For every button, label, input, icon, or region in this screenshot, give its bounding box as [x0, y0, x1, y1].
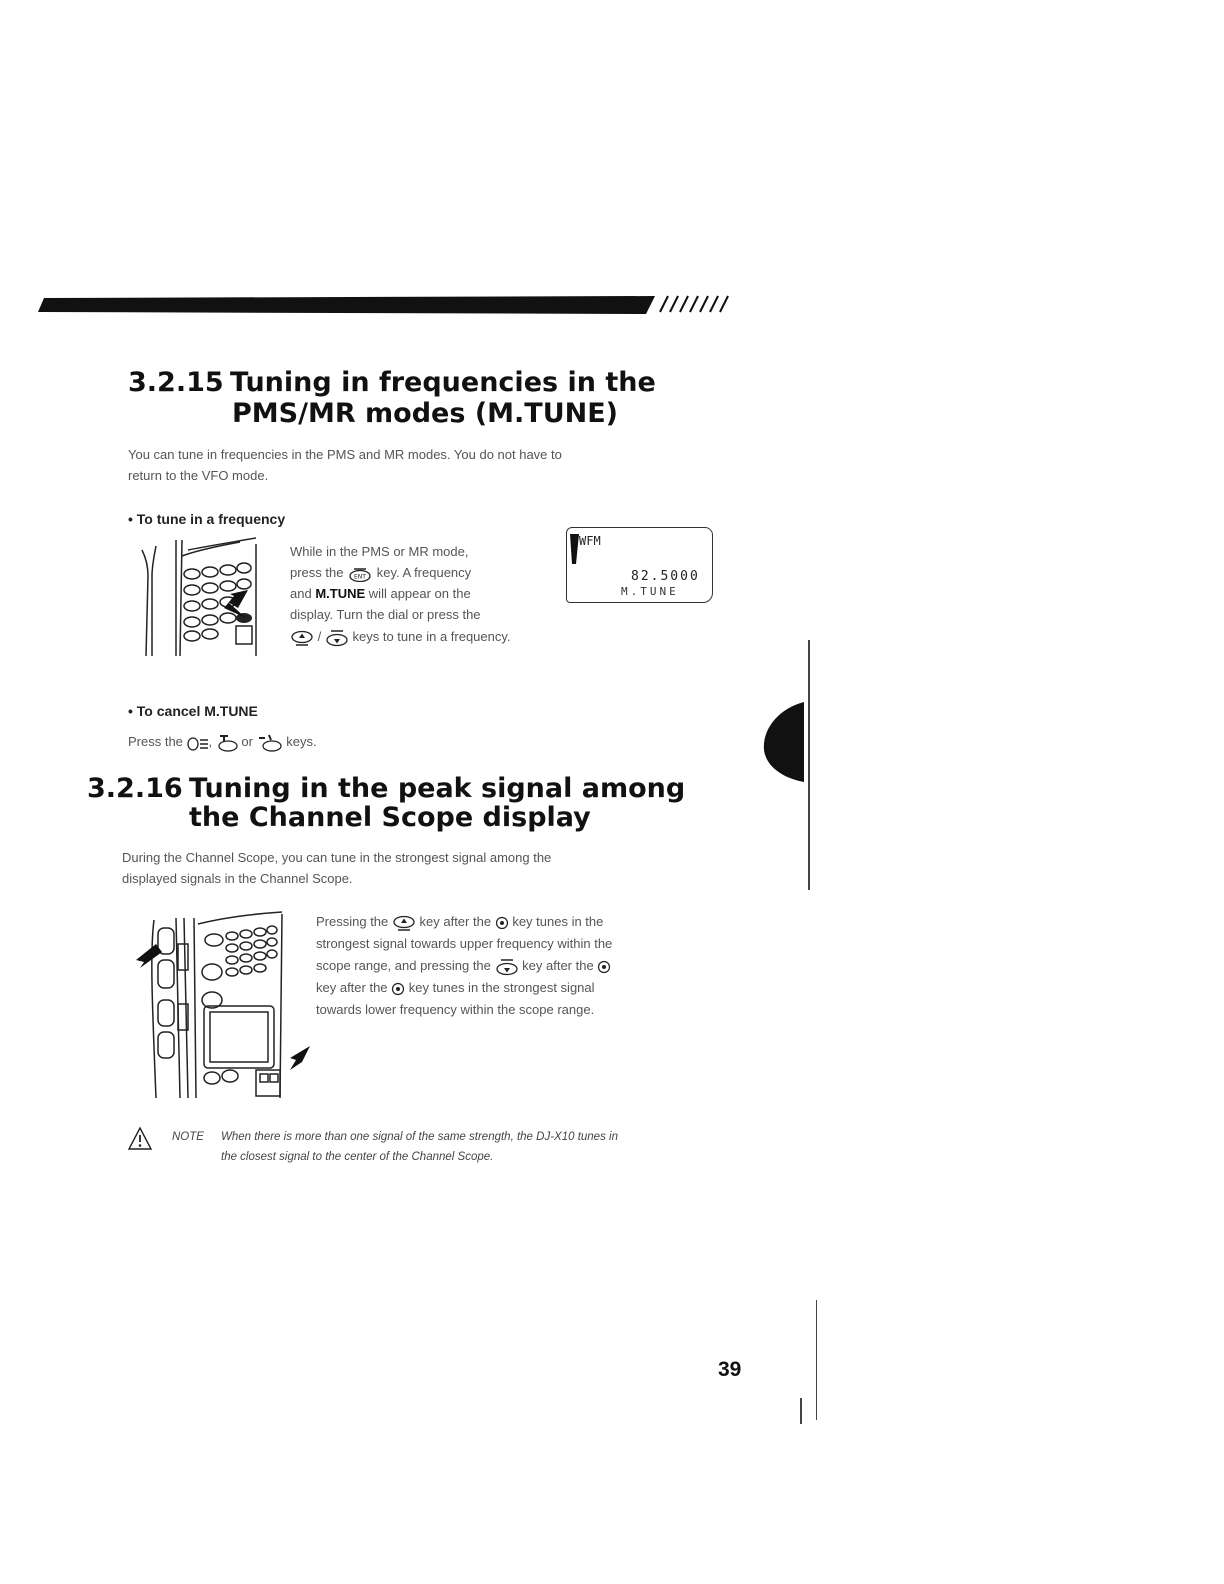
- thumb-tab-mark: [763, 702, 804, 782]
- step-line5-sep: /: [317, 629, 322, 644]
- section-title-line2: the Channel Scope display: [189, 802, 591, 833]
- page-number: 39: [718, 1358, 742, 1381]
- cancel-a: Press the: [128, 734, 183, 749]
- lcd-frequency: 82.5000: [631, 569, 700, 584]
- ent-key-icon: ENT: [349, 567, 371, 582]
- note-line1: When there is more than one signal of th…: [221, 1131, 618, 1143]
- cancel-or: or: [241, 734, 253, 749]
- intro-line2: displayed signals in the Channel Scope.: [122, 871, 353, 886]
- step-line2-b: key. A frequency: [376, 565, 472, 580]
- step-line5: / keys to tune in a frequency.: [290, 626, 511, 647]
- cancel-line: Press the , or keys.: [128, 731, 317, 752]
- step-line2: press the ENT key. A frequency: [290, 562, 471, 583]
- step-line4: display. Turn the dial or press the: [290, 607, 481, 622]
- page-edge-line: [808, 640, 810, 890]
- desc-line3-a: scope range, and pressing the: [316, 958, 491, 973]
- radio-keypad-illustration: [141, 537, 257, 657]
- section-number: 3.2.15: [128, 367, 224, 398]
- step-line3: and M.TUNE will appear on the: [290, 583, 471, 604]
- scope-key-icon: [392, 982, 405, 995]
- desc-line5: towards lower frequency within the scope…: [316, 1002, 595, 1017]
- step-line2-a: press the: [290, 565, 344, 580]
- scope-key-icon: [598, 960, 611, 973]
- desc-line2: strongest signal towards upper frequency…: [316, 936, 613, 951]
- note-line2: the closest signal to the center of the …: [221, 1151, 494, 1163]
- step-line3-b: will appear on the: [368, 586, 471, 601]
- down-key-small-icon: [258, 734, 282, 752]
- step-line5-b: keys to tune in a frequency.: [352, 629, 511, 644]
- section-title-line1: Tuning in frequencies in the: [230, 367, 656, 398]
- mtune-bold: M.TUNE: [315, 586, 366, 601]
- desc-line1-c: key tunes in the: [512, 914, 604, 929]
- desc-line1-b: key after the: [419, 914, 492, 929]
- down-key-icon: [495, 958, 518, 975]
- section-number: 3.2.16: [87, 773, 183, 804]
- up-key-icon: [393, 915, 415, 931]
- down-key-icon: [326, 629, 348, 646]
- svg-text:ENT: ENT: [354, 573, 366, 580]
- signal-bar-icon: [570, 534, 579, 564]
- up-key-icon: [291, 630, 313, 646]
- scope-key-icon: [495, 916, 508, 929]
- cancel-b: keys.: [286, 734, 317, 749]
- cancel-sep: ,: [208, 734, 213, 749]
- radio-side-illustration: [136, 911, 310, 1099]
- step-line3-a: and: [290, 586, 312, 601]
- subheading-tune-frequency: • To tune in a frequency: [128, 511, 286, 527]
- subheading-cancel-mtune: • To cancel M.TUNE: [128, 703, 258, 719]
- warning-icon: [127, 1126, 153, 1150]
- lcd-display: WFM 82.5000 M.TUNE: [566, 527, 713, 603]
- section-title-line1: Tuning in the peak signal among: [189, 773, 686, 804]
- note-label: NOTE: [172, 1131, 204, 1143]
- intro-line1: You can tune in frequencies in the PMS a…: [128, 447, 562, 462]
- intro-line1: During the Channel Scope, you can tune i…: [122, 850, 552, 865]
- step-line1: While in the PMS or MR mode,: [290, 544, 469, 559]
- zero-key-icon: [186, 736, 208, 751]
- desc-line1: Pressing the key after the key tunes in …: [316, 911, 603, 932]
- lcd-mode: WFM: [579, 534, 601, 548]
- desc-line4-b: key tunes in the strongest signal: [408, 980, 595, 995]
- intro-line2: return to the VFO mode.: [128, 468, 269, 483]
- desc-line3-b: key after the: [522, 958, 594, 973]
- desc-line4-a: key after the: [316, 980, 388, 995]
- page-edge-line: [800, 1398, 802, 1424]
- desc-line3: scope range, and pressing the key after …: [316, 955, 611, 976]
- up-key-small-icon: [218, 734, 238, 752]
- lcd-label: M.TUNE: [621, 585, 679, 598]
- section-title-line2: PMS/MR modes (M.TUNE): [232, 398, 619, 429]
- desc-line4: key after the key tunes in the strongest…: [316, 977, 595, 998]
- header-bar: [38, 295, 729, 314]
- desc-line1-a: Pressing the: [316, 914, 389, 929]
- page-edge-line: [816, 1300, 817, 1420]
